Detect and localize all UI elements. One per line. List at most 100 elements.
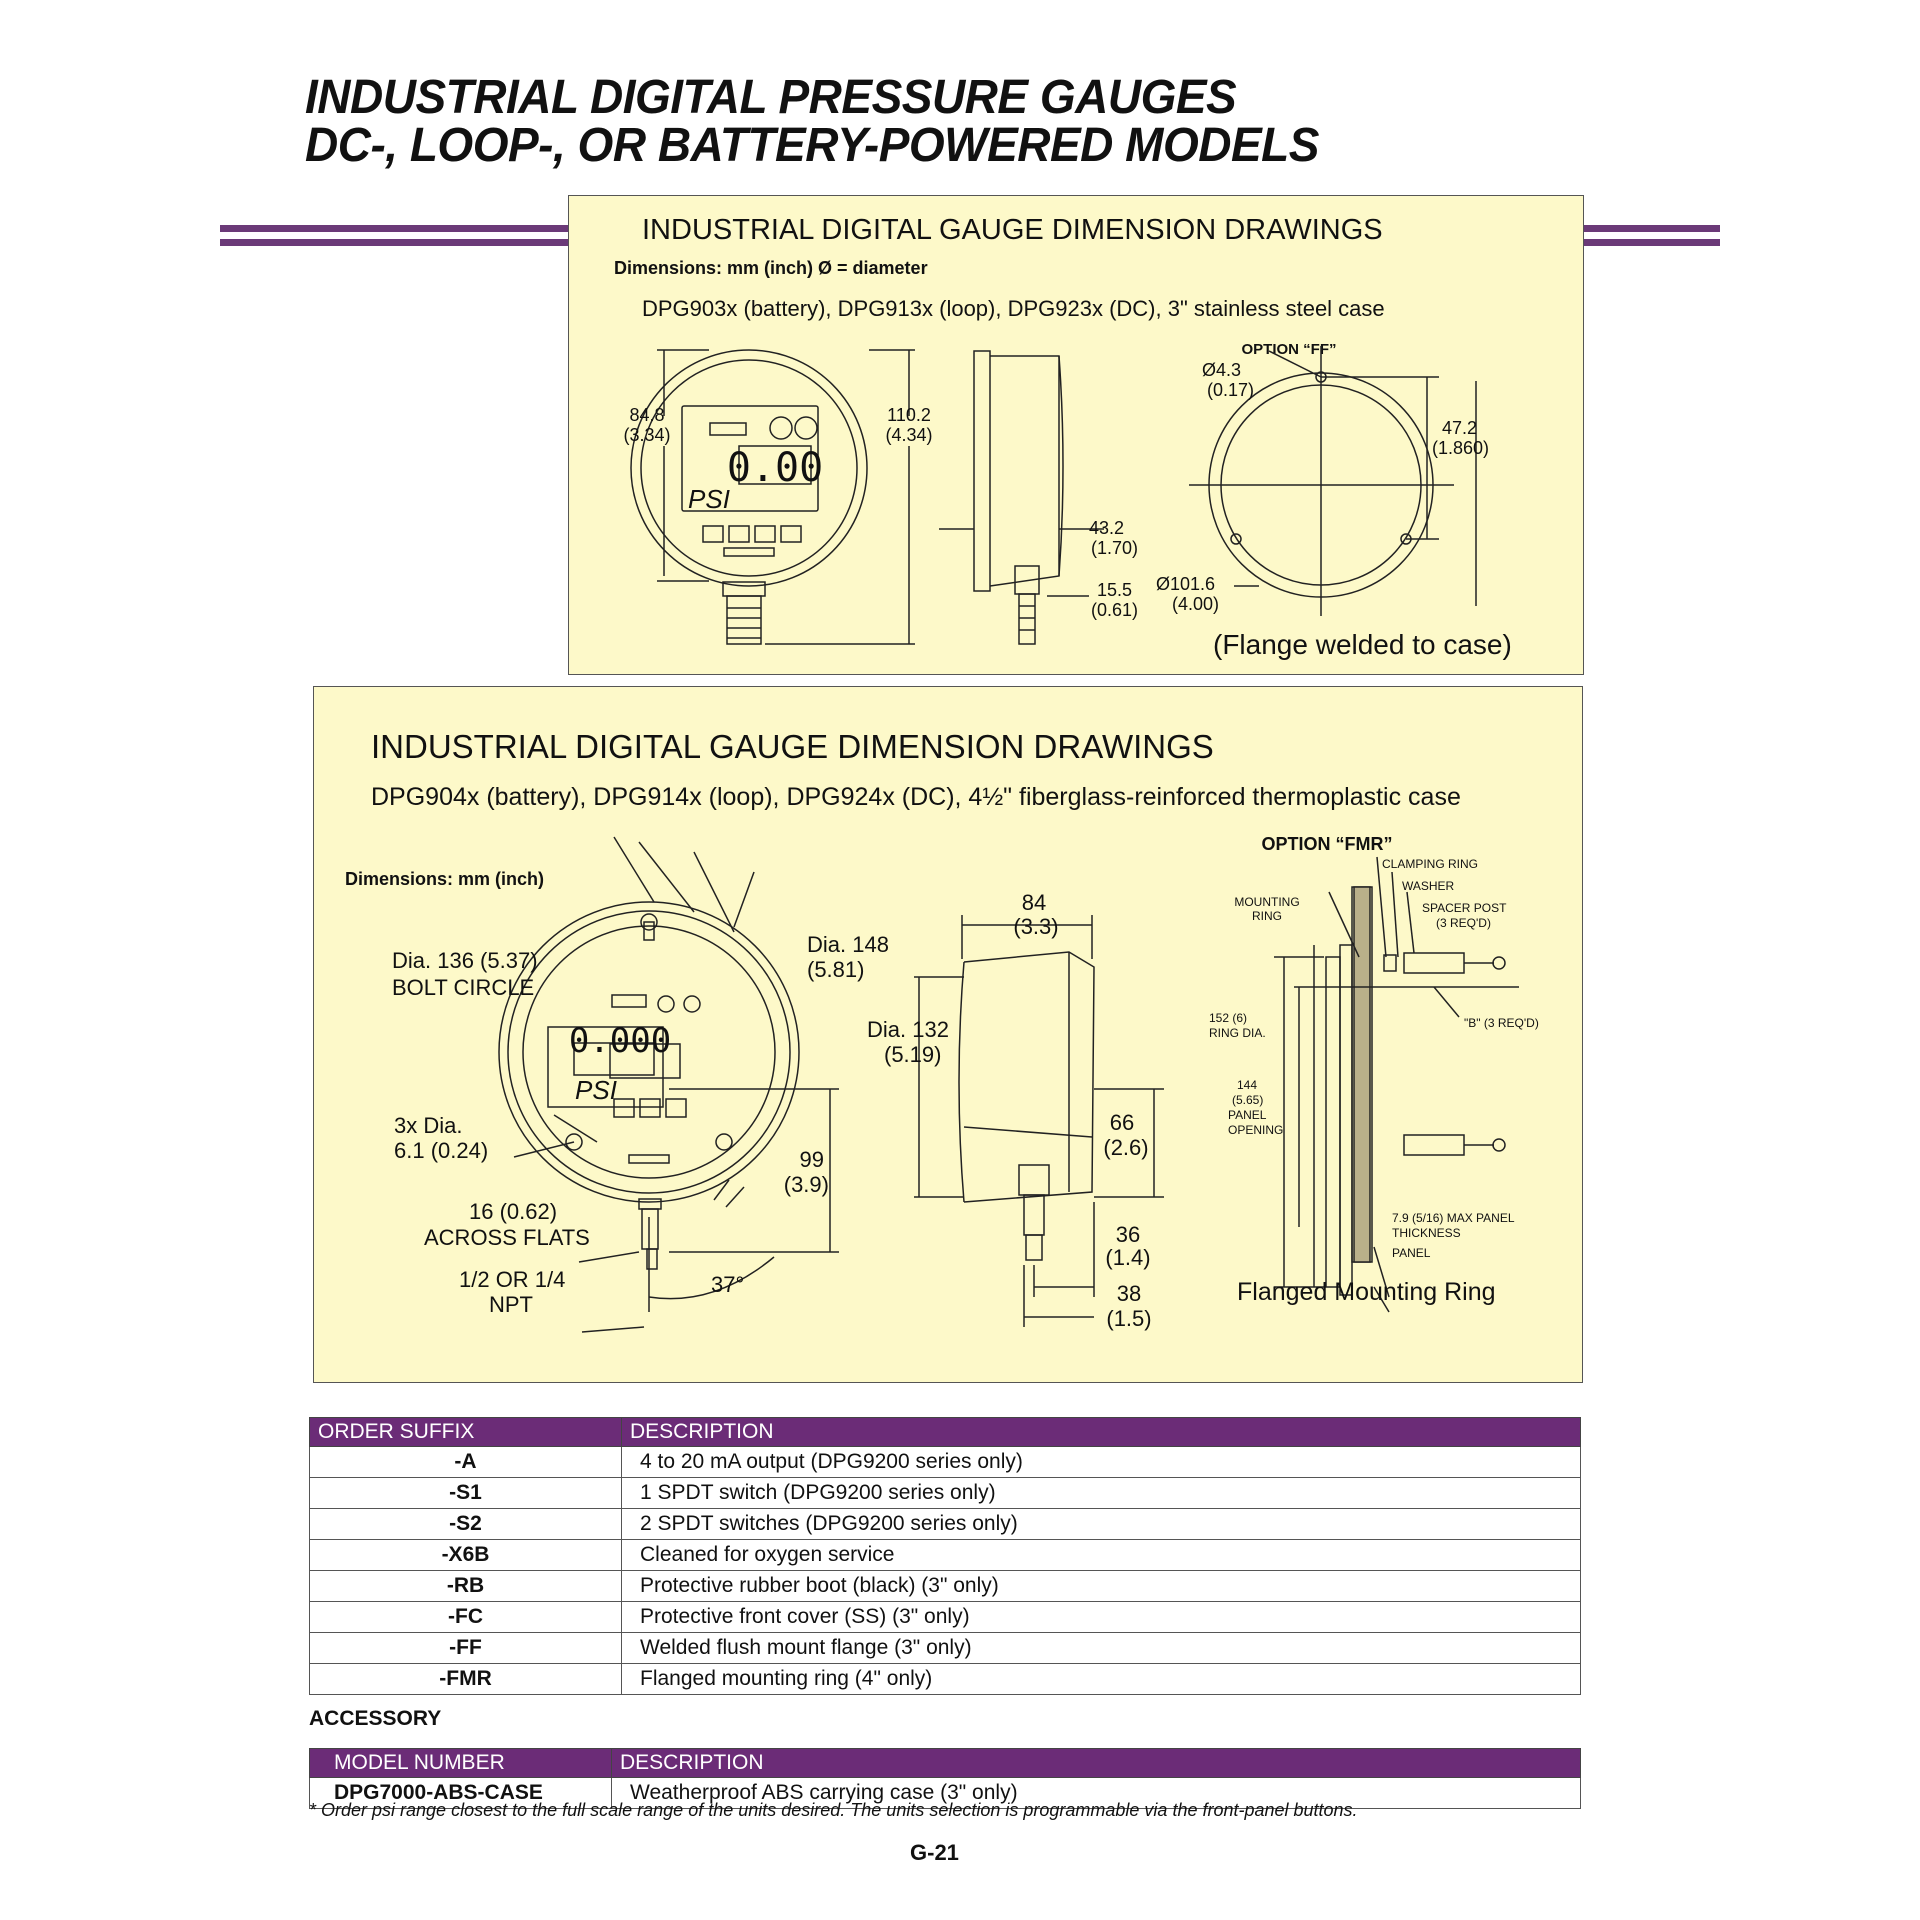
- panel-opening-line-3: PANEL: [1228, 1108, 1267, 1122]
- accessory-table-header: MODEL NUMBER DESCRIPTION: [309, 1748, 1581, 1778]
- panel1-units-note: Dimensions: mm (inch) Ø = diameter: [614, 258, 928, 278]
- flats-line-1: 16 (0.62): [469, 1199, 557, 1224]
- suffix-cell: -A: [309, 1446, 622, 1478]
- order-table-header: ORDER SUFFIX DESCRIPTION: [309, 1417, 1581, 1447]
- dim-hole-in: (0.17): [1207, 380, 1254, 400]
- panel2-heading: INDUSTRIAL DIGITAL GAUGE DIMENSION DRAWI…: [371, 728, 1214, 765]
- d36-in: (1.4): [1105, 1245, 1150, 1270]
- col-accessory-description: DESCRIPTION: [611, 1748, 1581, 1778]
- dim-dia-in: (4.00): [1172, 594, 1219, 614]
- h99-in: (3.9): [784, 1172, 829, 1197]
- dim-depth-in: (1.70): [1091, 538, 1138, 558]
- description-cell: Flanged mounting ring (4" only): [621, 1663, 1581, 1695]
- display-unit-3in: PSI: [688, 484, 730, 514]
- dia132-mm: Dia. 132: [867, 1017, 949, 1042]
- col-order-suffix: ORDER SUFFIX: [309, 1417, 622, 1447]
- b-note-label: "B" (3 REQ'D): [1464, 1016, 1539, 1030]
- d84-mm: 84: [1022, 890, 1046, 915]
- h99-mm: 99: [800, 1147, 824, 1172]
- flange-caption: (Flange welded to case): [1213, 629, 1512, 660]
- dim-flange-mm: 47.2: [1442, 418, 1477, 438]
- panel-opening-line-2: (5.65): [1232, 1093, 1263, 1107]
- dim-total-mm: 110.2: [887, 405, 931, 425]
- description-cell: Welded flush mount flange (3" only): [621, 1632, 1581, 1664]
- suffix-cell: -FMR: [309, 1663, 622, 1695]
- dia148-mm: Dia. 148: [807, 932, 889, 957]
- panel2-units-note: Dimensions: mm (inch): [345, 869, 545, 889]
- page-title: INDUSTRIAL DIGITAL PRESSURE GAUGES DC-, …: [305, 72, 1319, 169]
- suffix-cell: -S1: [309, 1477, 622, 1509]
- dimension-panel-3in: INDUSTRIAL DIGITAL GAUGE DIMENSION DRAWI…: [568, 195, 1584, 675]
- holes-line-2: 6.1 (0.24): [394, 1138, 488, 1163]
- d36-mm: 36: [1116, 1222, 1140, 1247]
- dim-stem-mm: 15.5: [1097, 580, 1132, 600]
- suffix-cell: -RB: [309, 1570, 622, 1602]
- panel1-subtitle: DPG903x (battery), DPG913x (loop), DPG92…: [642, 296, 1385, 321]
- npt-line-1: 1/2 OR 1/4: [459, 1267, 565, 1292]
- col-model-number: MODEL NUMBER: [309, 1748, 612, 1778]
- panel-opening-line-4: OPENING: [1228, 1123, 1283, 1137]
- h66-mm: 66: [1110, 1110, 1134, 1135]
- description-cell: 1 SPDT switch (DPG9200 series only): [621, 1477, 1581, 1509]
- display-reading-3in: 0.00: [727, 445, 823, 491]
- dim-flange-in: (1.860): [1432, 438, 1489, 458]
- dia148-in: (5.81): [807, 957, 864, 982]
- stripe-left-top: [220, 225, 568, 232]
- flats-line-2: ACROSS FLATS: [424, 1225, 590, 1250]
- suffix-cell: -FF: [309, 1632, 622, 1664]
- dim-total-in: (4.34): [885, 425, 932, 445]
- holes-line-1: 3x Dia.: [394, 1113, 462, 1138]
- description-cell: Protective front cover (SS) (3" only): [621, 1601, 1581, 1633]
- npt-line-2: NPT: [489, 1292, 533, 1317]
- description-cell: 4 to 20 mA output (DPG9200 series only): [621, 1446, 1581, 1478]
- title-line-1: INDUSTRIAL DIGITAL PRESSURE GAUGES: [305, 68, 1237, 124]
- suffix-cell: -FC: [309, 1601, 622, 1633]
- stripe-right-bottom: [1584, 239, 1720, 246]
- dimension-panel-4in: INDUSTRIAL DIGITAL GAUGE DIMENSION DRAWI…: [313, 686, 1583, 1383]
- suffix-cell: -S2: [309, 1508, 622, 1540]
- title-line-2: DC-, LOOP-, OR BATTERY-POWERED MODELS: [305, 117, 1319, 172]
- description-cell: Weatherproof ABS carrying case (3" only): [611, 1777, 1581, 1809]
- h66-in: (2.6): [1103, 1135, 1148, 1160]
- dim-height-mm: 84.8: [629, 405, 664, 425]
- col-description: DESCRIPTION: [621, 1417, 1581, 1447]
- ring-dia-line-2: RING DIA.: [1209, 1026, 1266, 1040]
- spacer-post-line-1: SPACER POST: [1422, 901, 1507, 915]
- footnote: * Order psi range closest to the full sc…: [309, 1800, 1358, 1820]
- mounting-ring-line-2: RING: [1252, 909, 1282, 923]
- ring-dia-line-1: 152 (6): [1209, 1011, 1247, 1025]
- washer-label: WASHER: [1402, 879, 1455, 893]
- accessory-table: MODEL NUMBER DESCRIPTION DPG7000-ABS-CAS…: [309, 1748, 1581, 1809]
- dim-stem-in: (0.61): [1091, 600, 1138, 620]
- description-cell: 2 SPDT switches (DPG9200 series only): [621, 1508, 1581, 1540]
- mounting-ring-line-1: MOUNTING: [1234, 895, 1299, 909]
- dia132-in: (5.19): [884, 1042, 941, 1067]
- fmr-caption: Flanged Mounting Ring: [1237, 1278, 1496, 1306]
- panel2-subtitle: DPG904x (battery), DPG914x (loop), DPG92…: [371, 783, 1461, 811]
- d84-in: (3.3): [1013, 914, 1058, 939]
- drawing-3in-gauge: 84.8 (3.34) 110.2 (4.34) 0.00 PSI 43.2 (…: [623, 341, 1512, 660]
- panel-label: PANEL: [1392, 1246, 1431, 1260]
- angle-37: 37°: [711, 1272, 744, 1297]
- description-cell: Protective rubber boot (black) (3" only): [621, 1570, 1581, 1602]
- suffix-cell: -X6B: [309, 1539, 622, 1571]
- stripe-right-top: [1584, 225, 1720, 232]
- dim-hole-mm: Ø4.3: [1202, 360, 1241, 380]
- model-number-cell: DPG7000-ABS-CASE: [309, 1777, 612, 1809]
- dim-depth-mm: 43.2: [1089, 518, 1124, 538]
- bolt-circle-line-1: Dia. 136 (5.37): [392, 948, 538, 973]
- dim-height-in: (3.34): [623, 425, 670, 445]
- spacer-post-line-2: (3 REQ'D): [1436, 916, 1491, 930]
- option-fmr-label: OPTION “FMR”: [1262, 834, 1393, 854]
- panel-opening-line-1: 144: [1237, 1078, 1257, 1092]
- option-ff-label: OPTION “FF”: [1242, 341, 1337, 358]
- panel1-heading: INDUSTRIAL DIGITAL GAUGE DIMENSION DRAWI…: [642, 214, 1383, 246]
- dim-dia-mm: Ø101.6: [1156, 574, 1215, 594]
